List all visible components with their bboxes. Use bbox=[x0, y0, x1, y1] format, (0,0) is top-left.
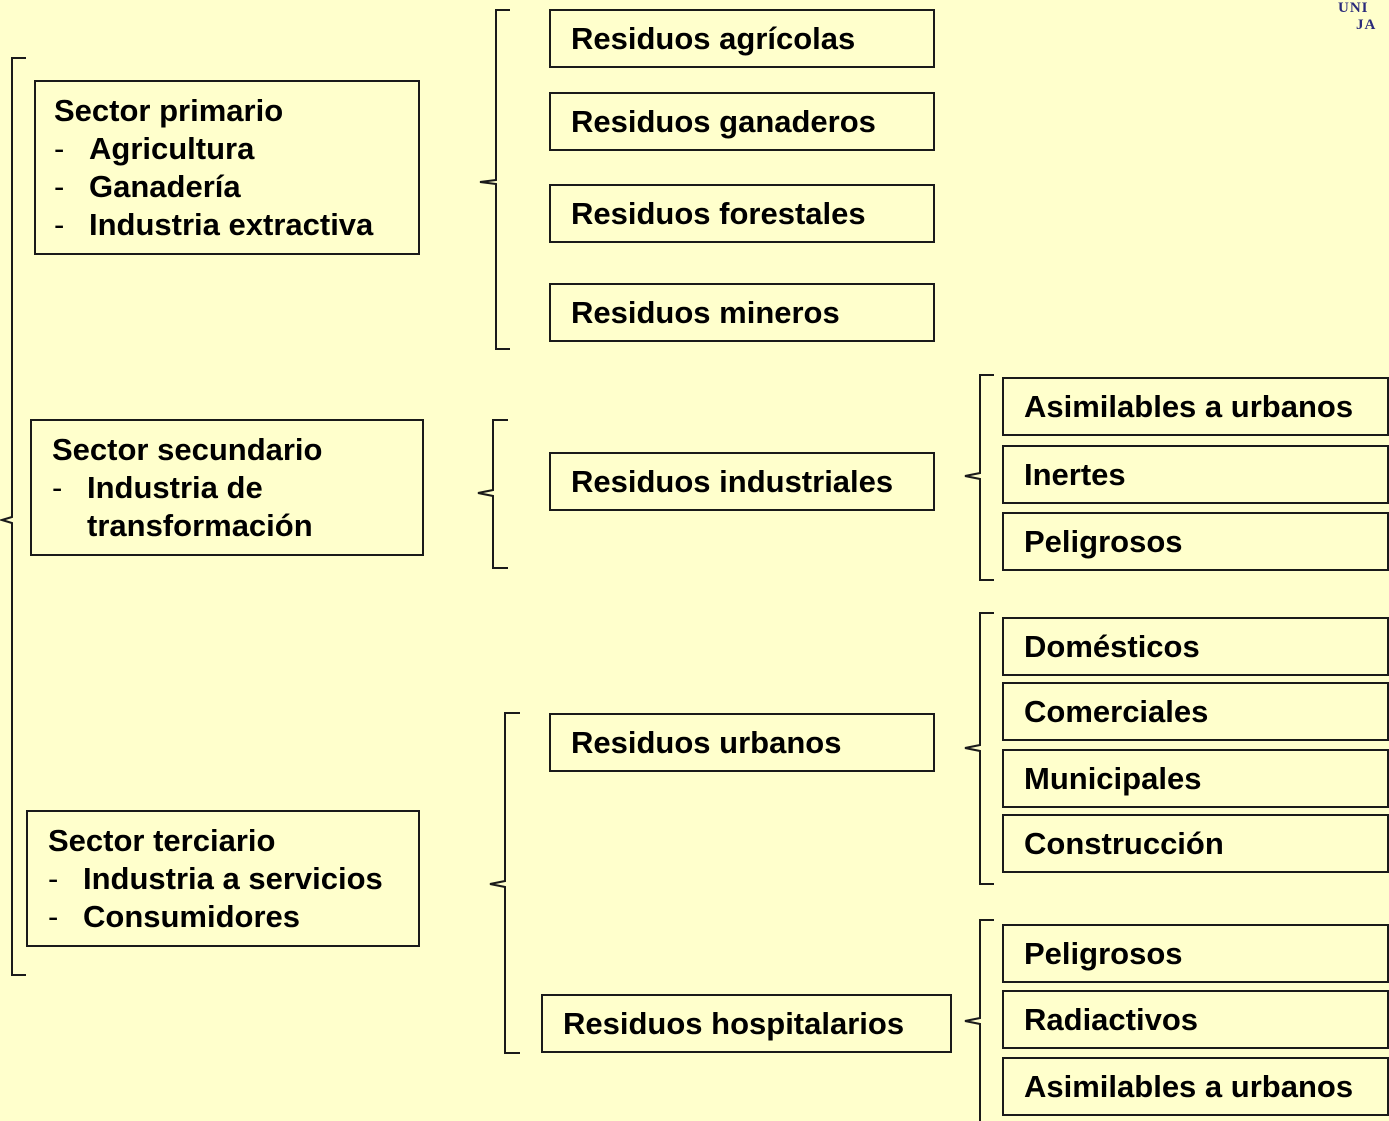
subtype-box: Peligrosos bbox=[1002, 924, 1389, 983]
subtype-box: Asimilables a urbanos bbox=[1002, 377, 1389, 436]
urbanos-brace bbox=[964, 612, 994, 885]
subtype-box: Municipales bbox=[1002, 749, 1389, 808]
root-brace bbox=[0, 57, 26, 976]
sector-secundario-title: Sector secundario bbox=[52, 432, 323, 467]
university-logo: UNI JA bbox=[1338, 0, 1389, 40]
sector-primario-item: Ganadería bbox=[54, 168, 418, 206]
subtype-box: Domésticos bbox=[1002, 617, 1389, 676]
residuos-industriales-box: Residuos industriales bbox=[549, 452, 935, 511]
subtype-box: Inertes bbox=[1002, 445, 1389, 504]
residuos-agricolas-box: Residuos agrícolas bbox=[549, 9, 935, 68]
hospitalarios-brace bbox=[964, 919, 994, 1121]
residuos-mineros-box: Residuos mineros bbox=[549, 283, 935, 342]
sector-primario-item: Industria extractiva bbox=[54, 206, 418, 244]
residuos-forestales-box: Residuos forestales bbox=[549, 184, 935, 243]
subtype-box: Construcción bbox=[1002, 814, 1389, 873]
subtype-box: Comerciales bbox=[1002, 682, 1389, 741]
sector-secundario-item-continuation: transformación bbox=[87, 508, 313, 543]
sector-secundario-box: Sector secundario Industria de transform… bbox=[30, 419, 424, 556]
residuos-urbanos-box: Residuos urbanos bbox=[549, 713, 935, 772]
sector-terciario-item: Consumidores bbox=[48, 898, 418, 936]
subtype-box: Asimilables a urbanos bbox=[1002, 1057, 1389, 1116]
sector-primario-item: Agricultura bbox=[54, 130, 418, 168]
residuos-hospitalarios-box: Residuos hospitalarios bbox=[541, 994, 952, 1053]
industriales-brace bbox=[964, 374, 994, 581]
sector-terciario-box: Sector terciario Industria a servicios C… bbox=[26, 810, 420, 947]
sector-primario-box: Sector primario Agricultura Ganadería In… bbox=[34, 80, 420, 255]
logo-line-1: UNI bbox=[1338, 0, 1369, 16]
residuos-ganaderos-box: Residuos ganaderos bbox=[549, 92, 935, 151]
sector-terciario-item: Industria a servicios bbox=[48, 860, 418, 898]
sector-primario-title: Sector primario bbox=[54, 93, 284, 128]
secundario-brace bbox=[477, 419, 508, 569]
primario-brace bbox=[479, 9, 510, 350]
sector-secundario-item: Industria de bbox=[52, 469, 422, 507]
terciario-brace bbox=[489, 712, 520, 1054]
logo-line-2: JA bbox=[1356, 17, 1377, 33]
subtype-box: Peligrosos bbox=[1002, 512, 1389, 571]
sector-terciario-title: Sector terciario bbox=[48, 823, 276, 858]
subtype-box: Radiactivos bbox=[1002, 990, 1389, 1049]
